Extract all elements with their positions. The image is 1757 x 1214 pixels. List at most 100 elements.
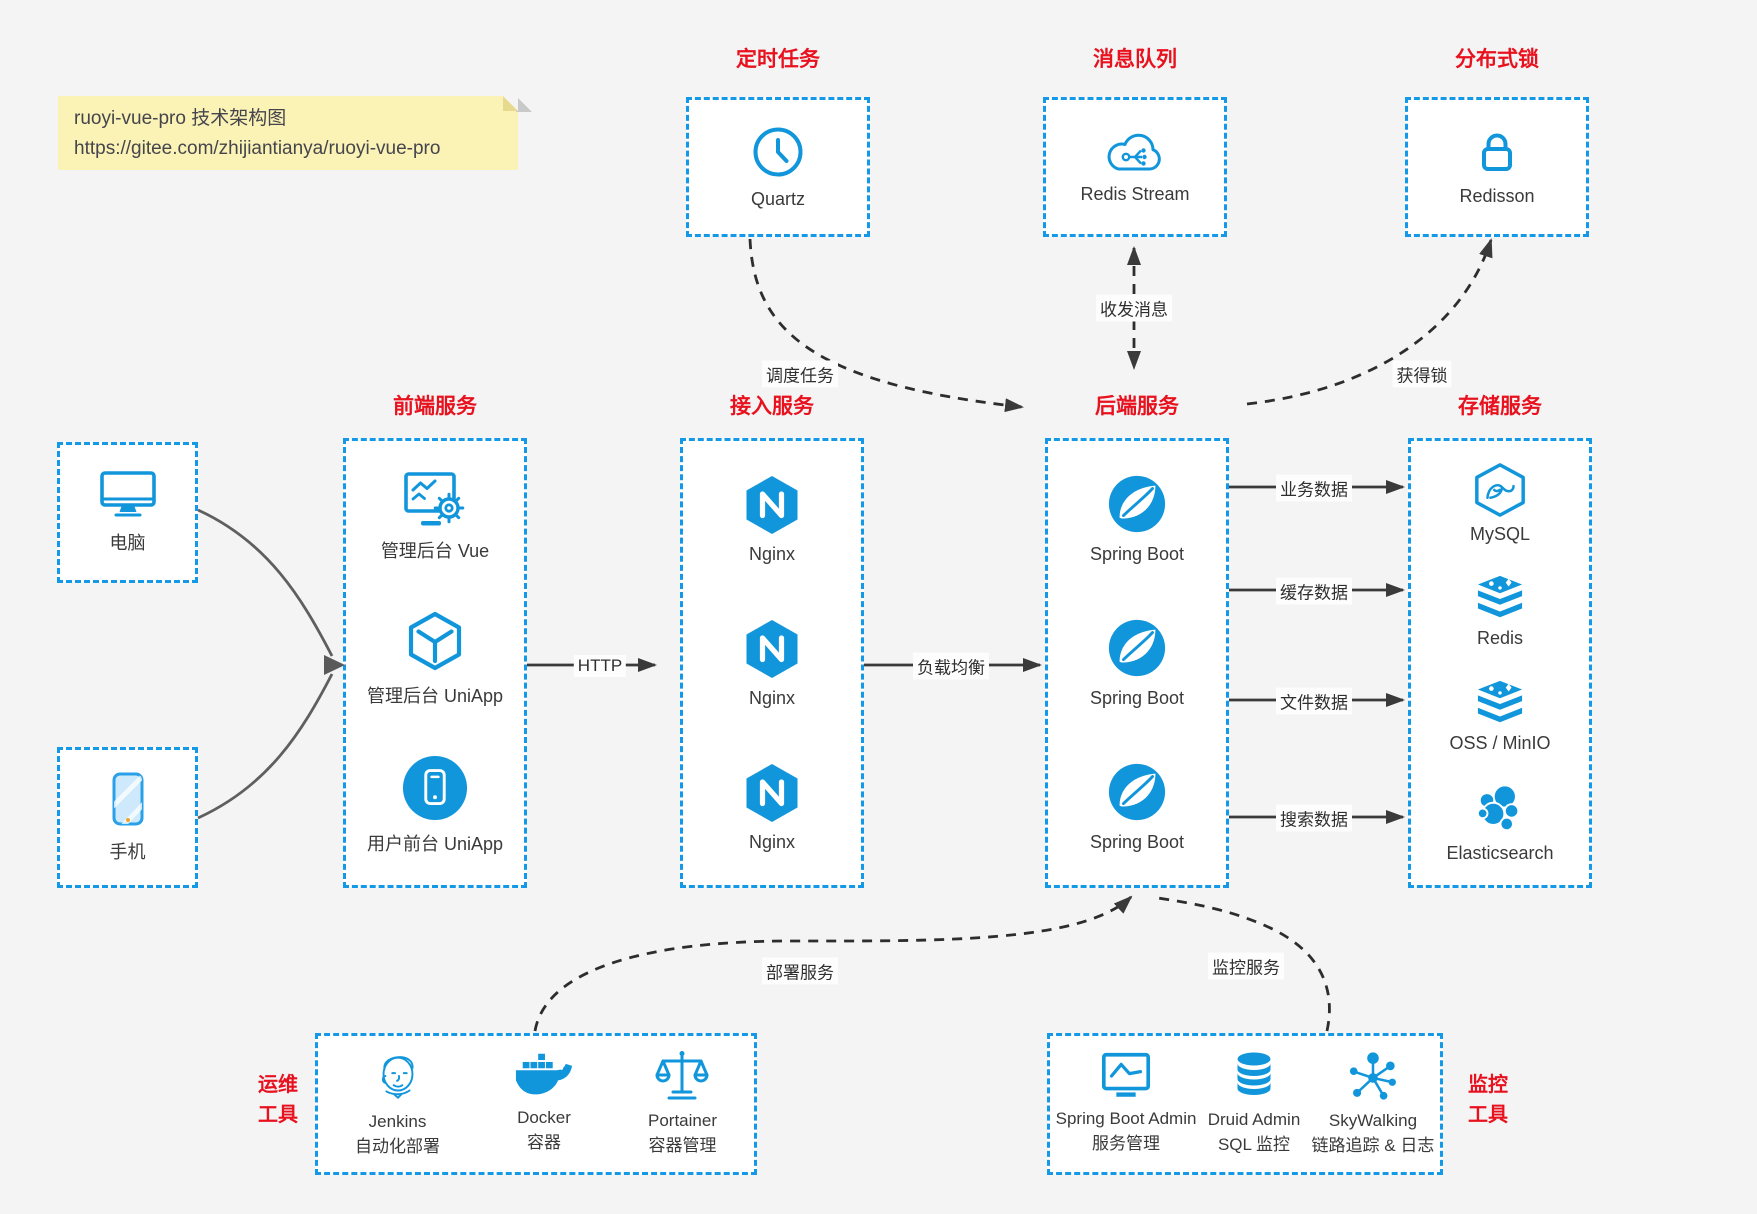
group-title-frontend: 前端服务 [393, 395, 477, 418]
side-label-line: 运维 [258, 1074, 298, 1096]
desktop-icon [99, 470, 157, 520]
edge-label-http: HTTP [573, 655, 627, 677]
node-label: Spring Boot [1089, 688, 1185, 708]
node-label: Elasticsearch [1446, 843, 1554, 864]
node-label: Nginx [748, 544, 796, 564]
node-name: Spring Boot Admin [1055, 1109, 1197, 1129]
redis-icon [1472, 574, 1528, 622]
group-title-gateway: 接入服务 [730, 395, 814, 418]
side-label-line: 监控 [1468, 1074, 1508, 1096]
edge-label-file-data: 文件数据 [1276, 687, 1352, 715]
node-redisson: Redisson [1459, 127, 1535, 207]
node-name: Jenkins [368, 1112, 427, 1132]
side-label-ops: 运维 工具 [248, 1070, 308, 1130]
uniapp-cube-icon [403, 609, 467, 673]
node-label: 管理后台 UniApp [366, 686, 504, 707]
node-label: 手机 [109, 842, 146, 862]
client-box-mobile: 手机 [57, 747, 198, 888]
group-box-gateway: Nginx Nginx Nginx [680, 438, 864, 888]
group-box-scheduled-task: Quartz [686, 97, 870, 237]
nginx-icon [742, 473, 802, 535]
user-app-icon [402, 755, 468, 821]
client-box-pc: 电脑 [57, 442, 198, 583]
edge-label-schedule-task: 调度任务 [762, 360, 838, 388]
mobile-icon [104, 771, 152, 829]
edge-label-search-data: 搜索数据 [1276, 804, 1352, 832]
node-nginx-3: Nginx [742, 761, 802, 853]
node-redis: Redis [1472, 574, 1528, 649]
node-label: MySQL [1469, 523, 1530, 544]
node-pc: 电脑 [99, 470, 157, 555]
node-label: Redisson [1459, 186, 1535, 206]
node-label: SkyWalking 链路追踪 & 日志 [1312, 1109, 1435, 1158]
lock-icon [1471, 127, 1523, 177]
node-name: Portainer [648, 1111, 717, 1131]
spring-boot-icon [1106, 617, 1168, 679]
edge-label-cache-data: 缓存数据 [1276, 577, 1352, 605]
node-name: SkyWalking [1328, 1111, 1418, 1131]
nginx-icon [742, 617, 802, 679]
oss-minio-icon [1472, 679, 1528, 727]
group-box-backend: Spring Boot Spring Boot Spring Boot [1045, 438, 1229, 888]
node-desc: 链路追踪 & 日志 [1311, 1136, 1435, 1155]
node-label: Nginx [748, 688, 796, 708]
skywalking-icon [1346, 1049, 1400, 1103]
group-box-frontend: 管理后台 Vue 管理后台 UniApp 用户前台 UniApp [343, 438, 527, 888]
cloud-stream-icon [1104, 129, 1166, 175]
node-nginx-2: Nginx [742, 617, 802, 709]
node-oss-minio: OSS / MinIO [1449, 679, 1551, 754]
node-label: Spring Boot Admin 服务管理 [1056, 1107, 1197, 1156]
node-label: OSS / MinIO [1449, 732, 1551, 753]
node-mysql: MySQL [1470, 462, 1530, 545]
side-label-line: 工具 [1468, 1104, 1508, 1126]
node-admin-vue: 管理后台 Vue [381, 470, 489, 563]
node-label: Quartz [750, 189, 806, 209]
docker-icon [514, 1052, 574, 1100]
client-arrowhead [324, 655, 345, 675]
node-admin-uniapp: 管理后台 UniApp [367, 609, 503, 708]
edge-label-acquire-lock: 获得锁 [1392, 360, 1452, 388]
group-box-storage: MySQL Redis OSS / MinIO Elasticsearch [1408, 438, 1592, 888]
node-label: Nginx [748, 832, 796, 852]
group-title-message-queue: 消息队列 [1093, 48, 1177, 71]
node-name: Docker [517, 1108, 571, 1128]
node-portainer: Portainer 容器管理 [648, 1049, 717, 1158]
node-label: Docker 容器 [517, 1106, 571, 1155]
node-docker: Docker 容器 [514, 1052, 574, 1155]
note-title: ruoyi-vue-pro 技术架构图 [74, 108, 287, 129]
edge-label-deploy-service: 部署服务 [762, 957, 838, 985]
node-label: 管理后台 Vue [380, 541, 490, 562]
node-desc: 容器 [526, 1133, 561, 1152]
node-label: Spring Boot [1089, 832, 1185, 852]
node-name: Druid Admin [1207, 1110, 1301, 1130]
portainer-icon [654, 1049, 710, 1103]
node-desc: SQL 监控 [1217, 1135, 1291, 1154]
group-box-distributed-lock: Redisson [1405, 97, 1589, 237]
group-box-message-queue: Redis Stream [1043, 97, 1227, 237]
nginx-icon [742, 761, 802, 823]
node-elasticsearch: Elasticsearch [1446, 783, 1554, 864]
node-label: Portainer 容器管理 [648, 1109, 717, 1158]
group-title-scheduled-task: 定时任务 [736, 48, 820, 71]
spring-boot-icon [1106, 473, 1168, 535]
node-desc: 自动化部署 [355, 1137, 440, 1156]
node-skywalking: SkyWalking 链路追踪 & 日志 [1312, 1049, 1435, 1158]
node-label: 用户前台 UniApp [366, 833, 504, 854]
node-springboot-1: Spring Boot [1090, 473, 1184, 565]
node-springboot-3: Spring Boot [1090, 761, 1184, 853]
node-springboot-2: Spring Boot [1090, 617, 1184, 709]
node-desc: 服务管理 [1092, 1134, 1161, 1153]
note-url: https://gitee.com/zhijiantianya/ruoyi-vu… [74, 138, 441, 160]
edge-mobile-to-frontend [197, 673, 334, 820]
node-desc: 容器管理 [648, 1136, 717, 1155]
side-label-monitor: 监控 工具 [1458, 1070, 1518, 1130]
node-label: Redis [1476, 628, 1524, 649]
edge-label-load-balance: 负载均衡 [913, 652, 989, 680]
edge-label-business-data: 业务数据 [1276, 474, 1352, 502]
side-label-line: 工具 [258, 1104, 298, 1126]
node-mobile: 手机 [104, 771, 152, 864]
note-fold-icon [503, 96, 518, 111]
